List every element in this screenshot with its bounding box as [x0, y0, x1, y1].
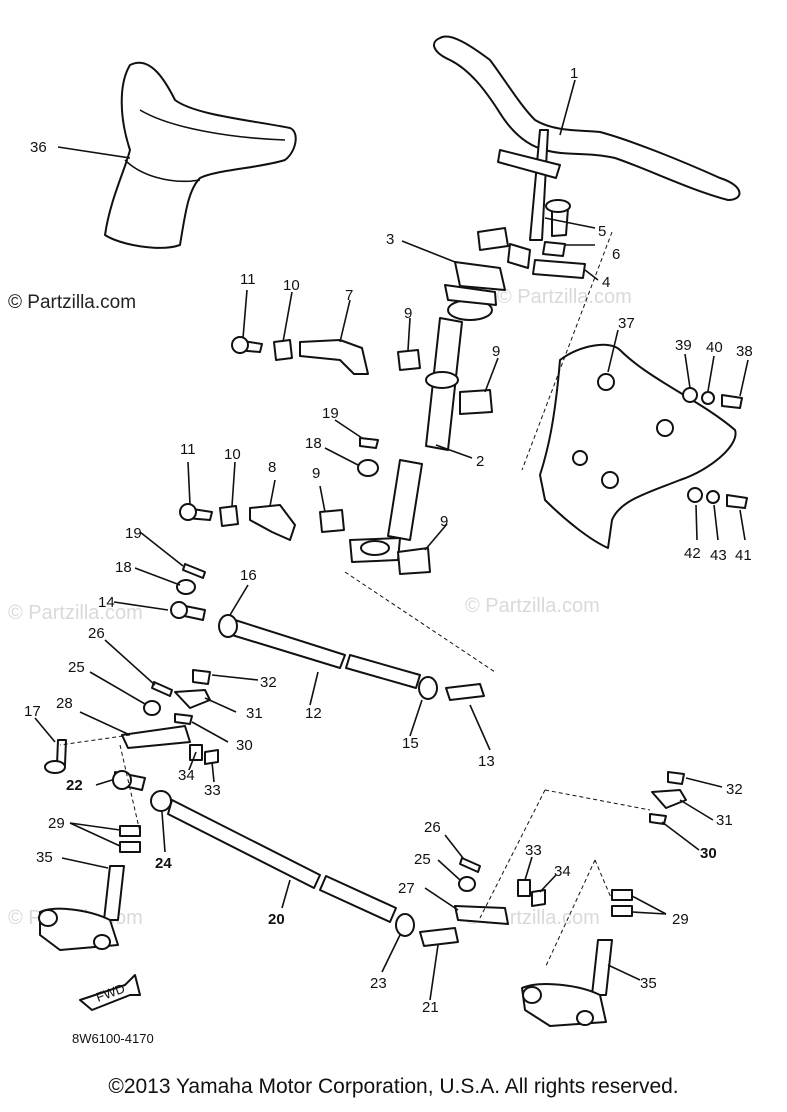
- part-column-mount: [539, 343, 737, 549]
- callout-35: 35: [36, 849, 53, 866]
- callout-31: 31: [716, 812, 733, 829]
- callout-39: 39: [675, 337, 692, 354]
- part-lower-left-joints: [44, 739, 172, 853]
- assembly-lines: [59, 231, 651, 969]
- callout-25: 25: [68, 659, 85, 676]
- callout-26: 26: [88, 625, 105, 642]
- callout-8: 8: [268, 459, 276, 476]
- callout-28: 28: [56, 695, 73, 712]
- callout-13: 13: [478, 753, 495, 770]
- leader-lines: [34, 79, 749, 1001]
- callout-14: 14: [98, 594, 115, 611]
- part-handlebar: [433, 35, 741, 241]
- callout-27: 27: [398, 880, 415, 897]
- callout-29: 29: [672, 911, 689, 928]
- callout-36: 36: [30, 139, 47, 156]
- callout-26: 26: [424, 819, 441, 836]
- callout-29: 29: [48, 815, 65, 832]
- part-column-clamp: [444, 261, 506, 306]
- part-pitman-lower: [454, 771, 687, 925]
- callout-20: 20: [268, 911, 285, 928]
- callout-37: 37: [618, 315, 635, 332]
- callout-31: 31: [246, 705, 263, 722]
- callout-9: 9: [404, 305, 412, 322]
- callout-24: 24: [155, 855, 172, 872]
- callout-32: 32: [260, 674, 277, 691]
- part-clamp-bolts: [477, 199, 586, 279]
- callout-5: 5: [598, 223, 606, 240]
- callout-4: 4: [602, 274, 610, 291]
- watermark-faint: © Partzilla.com: [8, 602, 143, 624]
- callout-9: 9: [440, 513, 448, 530]
- part-tie-rod-end-upper-left: [170, 601, 206, 621]
- callout-30: 30: [236, 737, 253, 754]
- callout-18: 18: [305, 435, 322, 452]
- watermark-faint: © Partzilla.com: [465, 595, 600, 617]
- callout-6: 6: [612, 246, 620, 263]
- callout-11: 11: [180, 441, 196, 458]
- part-grease-fittings: [176, 437, 379, 595]
- callout-12: 12: [305, 705, 322, 722]
- part-handlebar-pad: [104, 61, 297, 249]
- callout-30: 30: [700, 845, 717, 862]
- part-tie-rod-lower: [167, 799, 459, 947]
- watermark-main: © Partzilla.com: [8, 292, 136, 313]
- part-spindle-right: [521, 939, 613, 1027]
- callout-15: 15: [402, 735, 419, 752]
- part-bolts-left: [179, 336, 293, 527]
- callout-33: 33: [204, 782, 221, 799]
- callout-21: 21: [422, 999, 439, 1016]
- callout-1: 1: [570, 65, 578, 82]
- callout-9: 9: [312, 465, 320, 482]
- callout-38: 38: [736, 343, 753, 360]
- callout-17: 17: [24, 703, 41, 720]
- callout-2: 2: [476, 453, 484, 470]
- callout-25: 25: [414, 851, 431, 868]
- part-tie-rod-upper: [218, 614, 485, 701]
- part-spindle-left: [38, 865, 125, 951]
- callout-11: 11: [240, 271, 256, 288]
- callout-43: 43: [710, 547, 727, 564]
- part-brackets: [249, 339, 369, 541]
- callout-numbers: 36 1 3 5 6 4 11 10 7 9 9 19 18 2 11 10 8…: [24, 65, 753, 1016]
- part-bushings: [319, 349, 493, 575]
- callout-35: 35: [640, 975, 657, 992]
- callout-7: 7: [345, 287, 353, 304]
- part-pitman-upper: [121, 669, 219, 765]
- callout-42: 42: [684, 545, 701, 562]
- callout-19: 19: [322, 405, 339, 422]
- callout-34: 34: [554, 863, 571, 880]
- callout-18: 18: [115, 559, 132, 576]
- callout-10: 10: [224, 446, 241, 463]
- callout-40: 40: [706, 339, 723, 356]
- fwd-arrow: FWD: [79, 974, 141, 1011]
- part-mount-hardware: [682, 387, 748, 509]
- callout-16: 16: [240, 567, 257, 584]
- watermark-faint: © Partzilla.com: [497, 286, 632, 308]
- callout-10: 10: [283, 277, 300, 294]
- callout-19: 19: [125, 525, 142, 542]
- callout-41: 41: [735, 547, 752, 564]
- callout-33: 33: [525, 842, 542, 859]
- callout-23: 23: [370, 975, 387, 992]
- callout-9: 9: [492, 343, 500, 360]
- callout-32: 32: [726, 781, 743, 798]
- callout-3: 3: [386, 231, 394, 248]
- copyright-notice: ©2013 Yamaha Motor Corporation, U.S.A. A…: [108, 1075, 679, 1098]
- callout-22: 22: [66, 777, 83, 794]
- part-steering-column: [349, 299, 493, 563]
- diagram-code: 8W6100-4170: [72, 1031, 154, 1046]
- callout-34: 34: [178, 767, 195, 784]
